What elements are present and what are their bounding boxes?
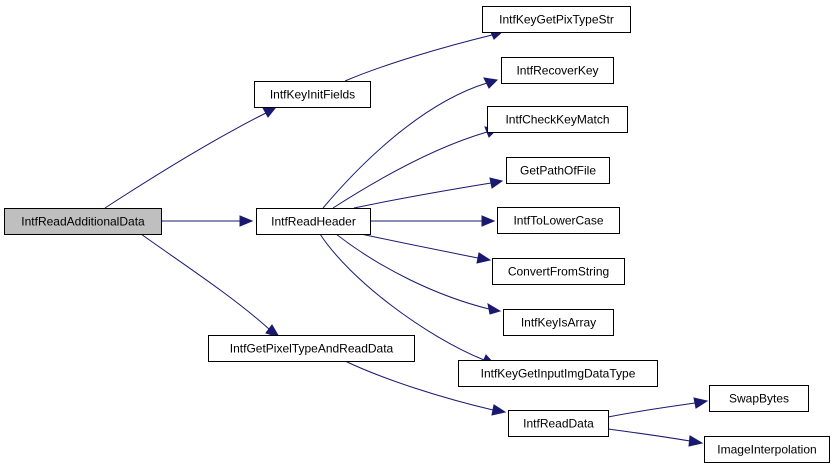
edge-readheader-to-tolower xyxy=(370,215,496,227)
edge-line xyxy=(332,131,488,209)
node-box[interactable] xyxy=(497,207,620,234)
edge-arrowhead xyxy=(487,303,502,315)
edge-readheader-to-recoverkey xyxy=(322,77,499,209)
node-label: GetPathOfFile xyxy=(520,164,596,178)
node-box[interactable] xyxy=(501,57,614,84)
edge-root-to-readheader xyxy=(161,215,254,227)
node-box[interactable] xyxy=(254,81,371,108)
node-box[interactable] xyxy=(709,385,809,412)
edge-arrowhead xyxy=(483,77,499,89)
node-label: ConvertFromString xyxy=(508,265,609,279)
edge-root-to-keyinit xyxy=(104,106,278,209)
node-label: IntfToLowerCase xyxy=(513,214,603,228)
edge-line xyxy=(322,82,488,209)
node-pixtypestr[interactable]: IntfKeyGetPixTypeStr xyxy=(482,6,631,33)
node-box[interactable] xyxy=(506,157,610,184)
edges-layer xyxy=(104,29,709,447)
edge-line xyxy=(607,402,696,418)
edge-keyinit-to-pixtypestr xyxy=(344,29,504,82)
node-label: IntfReadHeader xyxy=(271,215,356,229)
edge-line xyxy=(335,233,490,310)
node-box[interactable] xyxy=(492,258,625,285)
node-convert[interactable]: ConvertFromString xyxy=(492,258,625,285)
edge-readdata-to-imageinterp xyxy=(607,428,704,447)
node-label: IntfKeyGetInputImgDataType xyxy=(481,367,636,381)
edge-readheader-to-convert xyxy=(360,233,492,264)
node-label: SwapBytes xyxy=(729,392,789,406)
edge-readdata-to-swapbytes xyxy=(607,397,709,418)
edge-getpixel-to-readdata xyxy=(344,360,507,416)
node-checkkey[interactable]: IntfCheckKeyMatch xyxy=(487,106,628,133)
node-box[interactable] xyxy=(458,360,658,387)
node-label: ImageInterpolation xyxy=(717,443,816,457)
node-getpath[interactable]: GetPathOfFile xyxy=(506,157,610,184)
edge-arrowhead xyxy=(481,215,496,227)
edge-line xyxy=(353,182,492,209)
node-box[interactable] xyxy=(487,106,628,133)
node-label: IntfCheckKeyMatch xyxy=(505,113,609,127)
edge-line xyxy=(344,34,493,82)
node-readheader[interactable]: IntfReadHeader xyxy=(256,208,371,235)
edge-arrowhead xyxy=(489,177,504,189)
node-label: IntfGetPixelTypeAndReadData xyxy=(230,342,394,356)
edge-line xyxy=(344,360,494,411)
node-label: IntfKeyIsArray xyxy=(521,316,596,330)
node-box[interactable] xyxy=(704,436,830,463)
node-label: IntfKeyInitFields xyxy=(270,88,355,102)
edge-line xyxy=(319,233,485,361)
node-swapbytes[interactable]: SwapBytes xyxy=(709,385,809,412)
node-label: IntfKeyGetPixTypeStr xyxy=(499,13,614,27)
node-root[interactable]: IntfReadAdditionalData xyxy=(4,208,162,235)
node-label: IntfReadData xyxy=(523,417,594,431)
nodes-layer: IntfReadAdditionalDataIntfKeyInitFieldsI… xyxy=(4,6,830,463)
node-recoverkey[interactable]: IntfRecoverKey xyxy=(501,57,614,84)
edge-arrowhead xyxy=(693,397,709,409)
node-box[interactable] xyxy=(508,410,609,437)
node-inputimg[interactable]: IntfKeyGetInputImgDataType xyxy=(458,360,658,387)
node-label: IntfRecoverKey xyxy=(516,64,598,78)
node-label: IntfReadAdditionalData xyxy=(21,215,145,229)
node-getpixel[interactable]: IntfGetPixelTypeAndReadData xyxy=(208,335,415,362)
edge-line xyxy=(360,233,479,259)
edge-arrowhead xyxy=(688,435,704,447)
edge-arrowhead xyxy=(476,252,492,264)
node-readdata[interactable]: IntfReadData xyxy=(508,410,609,437)
node-box[interactable] xyxy=(208,335,415,362)
edge-arrowhead xyxy=(239,215,254,227)
edge-readheader-to-getpath xyxy=(353,177,504,209)
edge-line xyxy=(104,112,267,209)
node-tolower[interactable]: IntfToLowerCase xyxy=(497,207,620,234)
node-keyinit[interactable]: IntfKeyInitFields xyxy=(254,81,371,108)
node-box[interactable] xyxy=(256,208,371,235)
node-keyisarray[interactable]: IntfKeyIsArray xyxy=(503,309,614,336)
edge-line xyxy=(607,428,691,442)
node-box[interactable] xyxy=(4,208,162,235)
node-box[interactable] xyxy=(482,6,631,33)
edge-root-to-getpixel xyxy=(140,233,281,338)
node-box[interactable] xyxy=(503,309,614,336)
node-imageinterp[interactable]: ImageInterpolation xyxy=(704,436,830,463)
edge-readheader-to-keyisarray xyxy=(335,233,502,315)
edge-arrowhead xyxy=(262,106,278,118)
edge-line xyxy=(140,233,270,330)
edge-arrowhead xyxy=(491,404,507,416)
